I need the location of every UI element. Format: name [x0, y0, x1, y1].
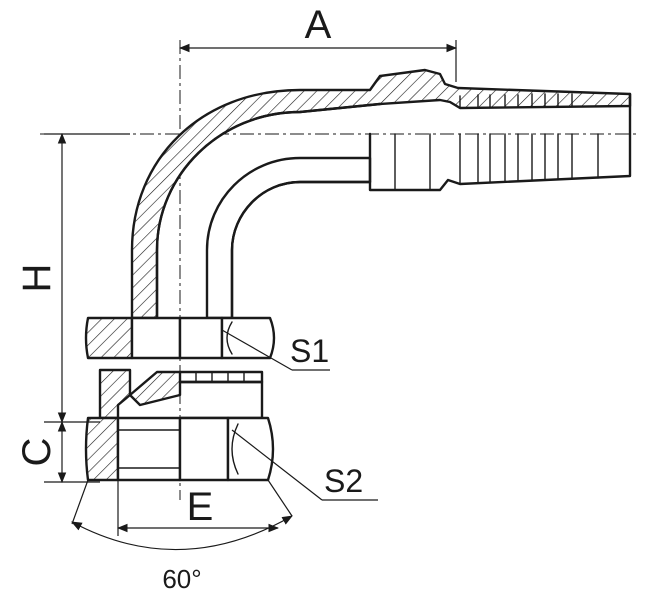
elbow-inner-hatch: [205, 156, 372, 320]
label-h: H: [15, 264, 59, 293]
seat-collar: [98, 368, 264, 420]
dimension-a: A: [178, 3, 458, 82]
dimension-c: C: [15, 420, 100, 484]
elbow-inner-bore: [155, 102, 382, 320]
label-angle: 60°: [162, 564, 201, 594]
leader-s1: S1: [221, 329, 330, 371]
label-s2: S2: [324, 463, 363, 499]
elbow-body: [130, 68, 632, 320]
label-e: E: [187, 485, 214, 529]
dimension-h: H: [15, 132, 130, 424]
label-c: C: [15, 438, 59, 467]
label-s1: S1: [290, 333, 329, 369]
nut-s1: [84, 316, 276, 360]
label-a: A: [305, 3, 332, 47]
barbed-tail: [368, 92, 632, 192]
angle-60: 60°: [71, 479, 293, 594]
leader-s2: S2: [231, 429, 378, 501]
nut-s2: [84, 416, 275, 482]
dimension-e: E: [116, 480, 280, 536]
